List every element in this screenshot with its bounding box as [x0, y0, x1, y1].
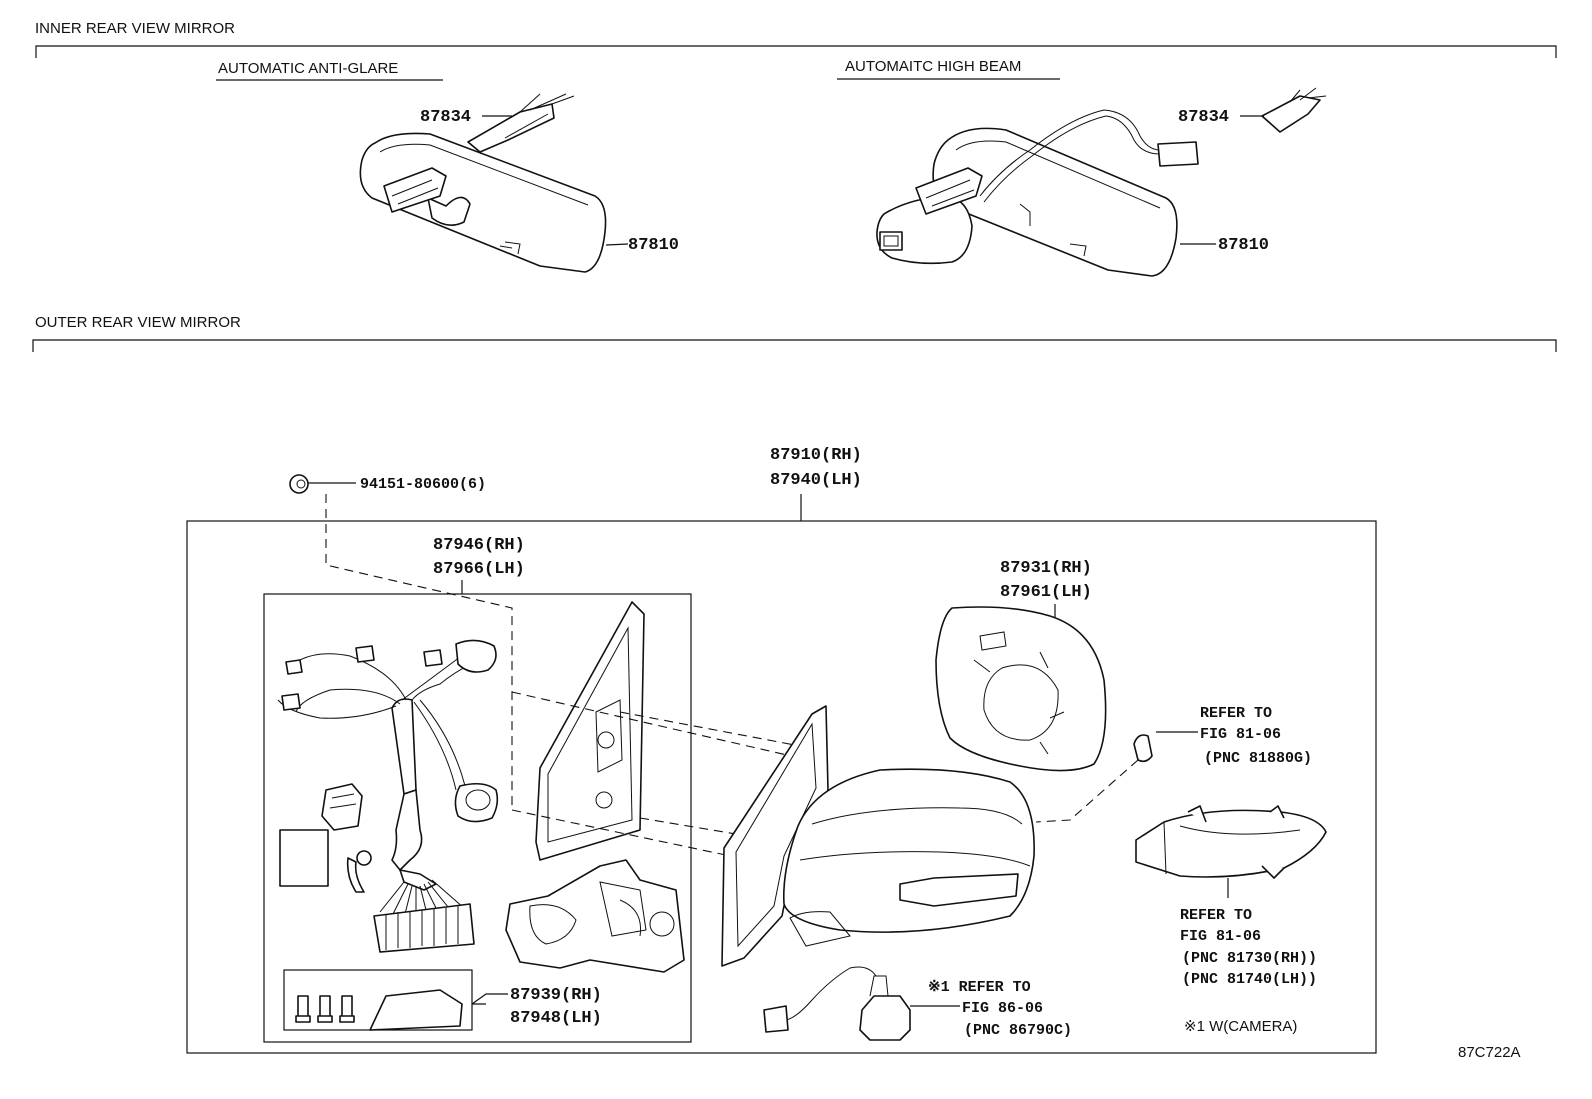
mirror-base-plate	[535, 601, 645, 861]
harness-connector	[321, 783, 363, 831]
inner-mirror-high-beam	[876, 109, 1199, 277]
clip-inner	[296, 479, 306, 489]
section-title-inner: INNER REAR VIEW MIRROR	[35, 20, 235, 37]
label-87948-lh: 87948(LH)	[510, 1009, 602, 1028]
bolts	[295, 995, 355, 1023]
seal-pad	[279, 829, 329, 887]
label-87834-anti-glare: 87834	[420, 108, 471, 127]
leader-line	[605, 243, 629, 246]
assembly-dashed-line	[511, 691, 801, 759]
section-title-outer: OUTER REAR VIEW MIRROR	[35, 314, 241, 331]
cable-clamp	[346, 850, 372, 893]
assembly-dashed-line	[639, 817, 761, 839]
label-87834-high-beam: 87834	[1178, 108, 1229, 127]
ref-bulb-line1: REFER TO	[1200, 705, 1272, 722]
outer-mirror-body	[721, 705, 1035, 967]
ref-lamp-line3: (PNC 81730(RH))	[1182, 950, 1317, 967]
section-bracket-inner	[35, 45, 1557, 58]
inner-holder-high-beam	[1261, 87, 1327, 133]
section-bracket-outer	[32, 339, 1557, 352]
label-87810-high-beam: 87810	[1218, 236, 1269, 255]
inner-holder-anti-glare	[467, 93, 575, 153]
wire-harness	[277, 639, 499, 953]
subsection-high-beam: AUTOMAITC HIGH BEAM	[845, 58, 1021, 75]
mirror-glass	[935, 606, 1107, 772]
mirror-actuator	[505, 859, 685, 973]
assembly-dashed-line	[619, 711, 801, 747]
label-87810-anti-glare: 87810	[628, 236, 679, 255]
ref-lamp-line1: REFER TO	[1180, 907, 1252, 924]
ref-camera-line1: ※1 REFER TO	[928, 979, 1031, 996]
label-87961-lh: 87961(LH)	[1000, 583, 1092, 602]
leader-line	[471, 993, 508, 1005]
retainer-cover	[369, 989, 463, 1031]
ref-lamp-line4: (PNC 81740(LH))	[1182, 971, 1317, 988]
turn-signal-lamp	[1135, 805, 1327, 879]
label-87940-lh: 87940(LH)	[770, 471, 862, 490]
ref-camera-line2: FIG 86-06	[962, 1000, 1043, 1017]
assembly-dashed-line	[511, 809, 741, 859]
clip-dashed-leader	[325, 494, 513, 810]
subsection-anti-glare: AUTOMATIC ANTI-GLARE	[218, 60, 398, 77]
label-87910-rh: 87910(RH)	[770, 446, 862, 465]
label-87946-rh: 87946(RH)	[433, 536, 525, 555]
label-87931-rh: 87931(RH)	[1000, 559, 1092, 578]
label-94151-80600: 94151-80600(6)	[360, 476, 486, 493]
camera-note: ※1 W(CAMERA)	[1184, 1018, 1297, 1035]
ref-lamp-line2: FIG 81-06	[1180, 928, 1261, 945]
inner-mirror-anti-glare	[359, 132, 607, 273]
label-87966-lh: 87966(LH)	[433, 560, 525, 579]
sub-kit-frame	[263, 593, 692, 1043]
ref-bulb-line3: (PNC 81880G)	[1204, 750, 1312, 767]
bulb-icon	[1133, 734, 1153, 763]
outer-assembly-frame	[186, 520, 1377, 1054]
ref-bulb-line2: FIG 81-06	[1200, 726, 1281, 743]
side-camera	[763, 966, 911, 1041]
label-87939-rh: 87939(RH)	[510, 986, 602, 1005]
figure-code: 87C722A	[1458, 1044, 1521, 1061]
bulb-dashed-leader	[1035, 759, 1139, 823]
clip-icon	[289, 474, 309, 494]
ref-camera-line3: (PNC 86790C)	[964, 1022, 1072, 1039]
